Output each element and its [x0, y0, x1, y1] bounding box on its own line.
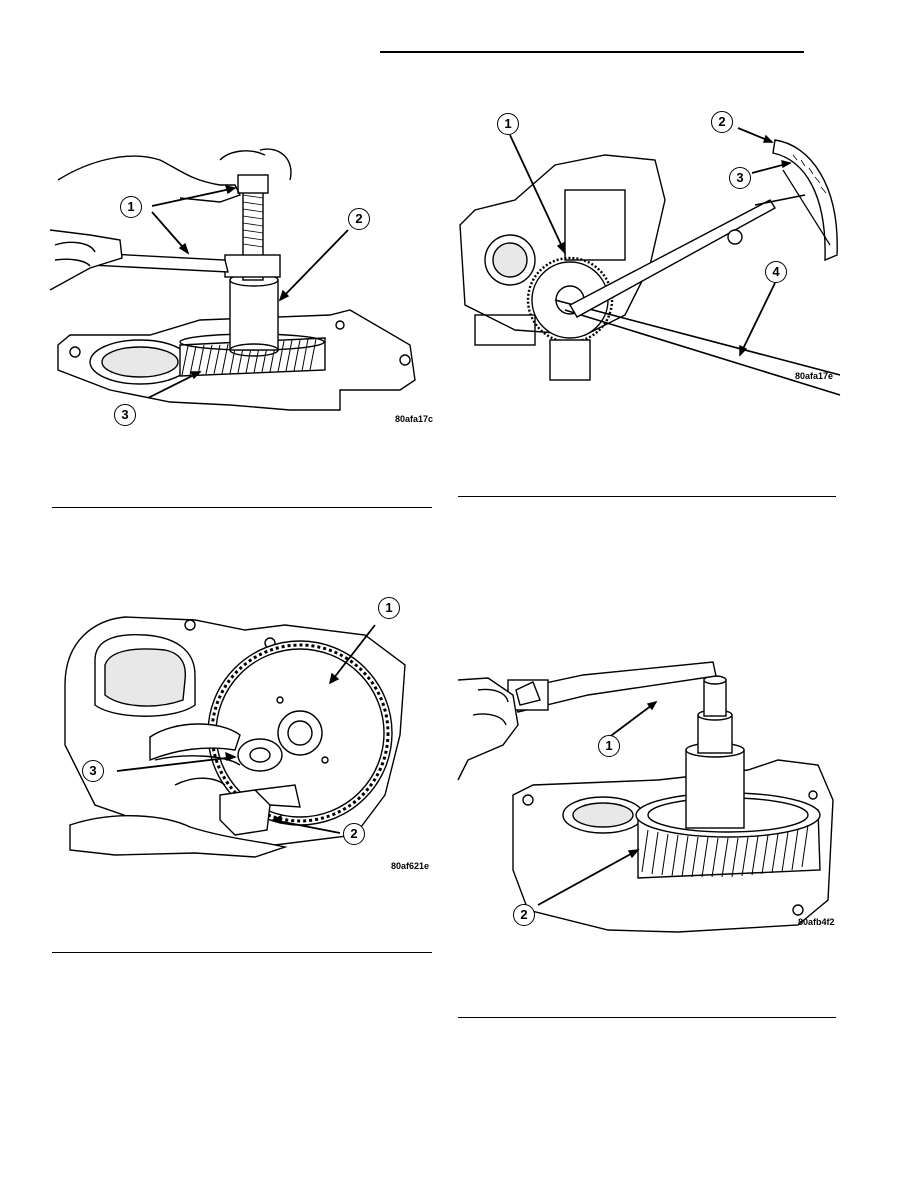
figure-code: 80afa17c — [395, 414, 434, 424]
callout-2: 2 — [513, 904, 535, 926]
gear-puller-illustration — [49, 148, 416, 411]
callout-2: 2 — [343, 823, 365, 845]
figure-code: 80afa17e — [795, 371, 834, 381]
callout-1: 1 — [598, 735, 620, 757]
callout-1: 1 — [497, 113, 519, 135]
figure-gear-install: 1 2 80afb4f2 — [457, 650, 843, 940]
figure-gear-puller: 1 2 3 80afa17c — [49, 140, 440, 435]
gear-install-illustration — [457, 661, 834, 933]
header-rule — [380, 51, 804, 53]
torque-wrench-illustration — [459, 127, 841, 396]
gear-removal-illustration — [64, 616, 406, 858]
figure-torque-wrench: 1 2 3 4 80afa17e — [455, 105, 841, 396]
callout-3: 3 — [114, 404, 136, 426]
section-rule — [458, 1017, 836, 1018]
callout-3: 3 — [729, 167, 751, 189]
figure-gear-removal: 1 2 3 80af621e — [55, 595, 435, 875]
callout-1: 1 — [378, 597, 400, 619]
section-rule — [52, 952, 432, 953]
section-rule — [52, 507, 432, 508]
figure-code: 80afb4f2 — [798, 917, 835, 927]
section-rule — [458, 496, 836, 497]
callout-3: 3 — [82, 760, 104, 782]
callout-4: 4 — [765, 261, 787, 283]
callout-1: 1 — [120, 196, 142, 218]
callout-2: 2 — [711, 111, 733, 133]
callout-2: 2 — [348, 208, 370, 230]
figure-code: 80af621e — [391, 861, 430, 871]
